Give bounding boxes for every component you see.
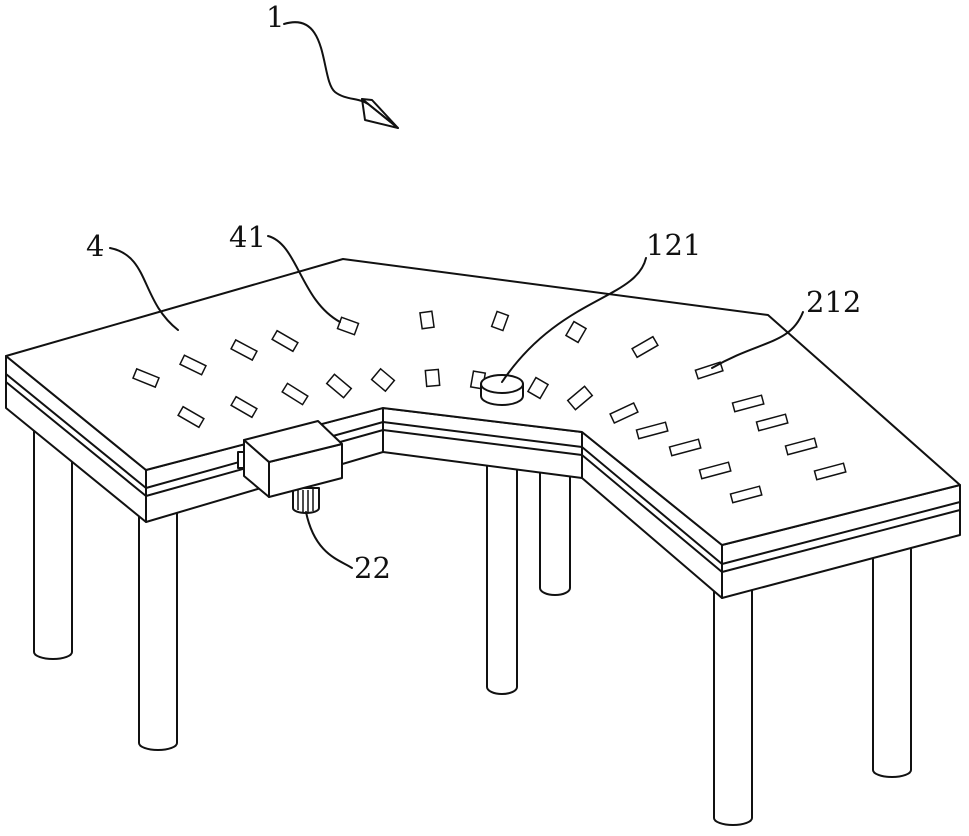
- leg-front-right: [714, 590, 752, 825]
- leg-back-right: [873, 545, 911, 777]
- round-button: [481, 375, 523, 405]
- label-slot: 41: [229, 220, 266, 254]
- assembly-leader: [284, 22, 368, 104]
- leg-front-left: [139, 510, 177, 750]
- label-round-button: 121: [646, 228, 701, 262]
- label-motor: 22: [354, 551, 391, 585]
- label-assembly: 1: [266, 0, 284, 34]
- motor: [293, 488, 319, 513]
- label-side-slot: 212: [806, 285, 861, 319]
- leg-center-right: [540, 470, 570, 595]
- leg-center: [487, 460, 517, 694]
- label-tabletop: 4: [86, 229, 104, 263]
